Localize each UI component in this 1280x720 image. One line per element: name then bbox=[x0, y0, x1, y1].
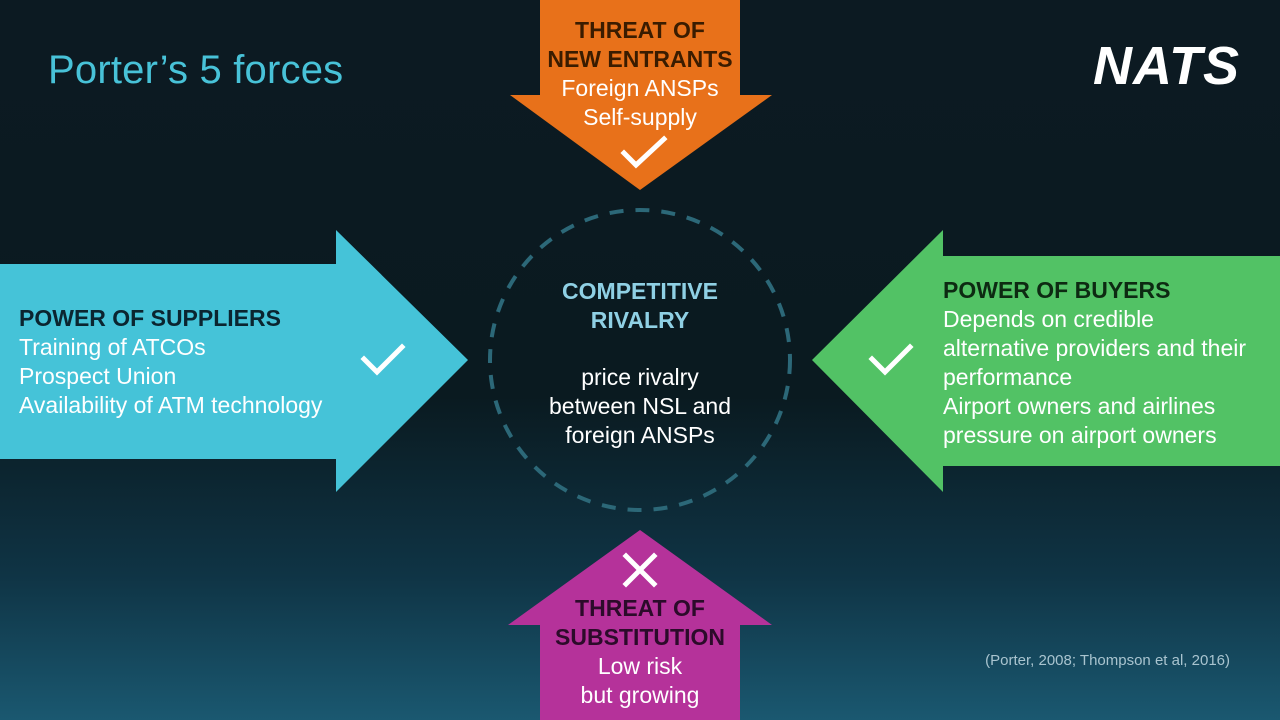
citation: (Porter, 2008; Thompson et al, 2016) bbox=[985, 652, 1230, 669]
nats-logo: NATS bbox=[1093, 36, 1240, 96]
buyers-heading: POWER OF BUYERS bbox=[943, 277, 1171, 303]
suppliers-arrow bbox=[0, 230, 468, 492]
buyers-text: POWER OF BUYERS Depends on credible alte… bbox=[943, 276, 1273, 450]
suppliers-item: Prospect Union bbox=[19, 363, 177, 389]
new-entrants-item: Self-supply bbox=[583, 104, 697, 130]
check-icon bbox=[868, 343, 914, 376]
check-icon bbox=[360, 343, 406, 376]
new-entrants-heading-line-1: THREAT OF bbox=[575, 17, 705, 43]
suppliers-item: Availability of ATM technology bbox=[19, 392, 323, 418]
rivalry-heading-line-2: RIVALRY bbox=[590, 307, 690, 333]
buyers-item: Depends on credible bbox=[943, 306, 1154, 332]
page-title: Porter’s 5 forces bbox=[48, 48, 344, 92]
new-entrants-text: THREAT OF NEW ENTRANTS Foreign ANSPs Sel… bbox=[540, 16, 740, 132]
check-icon bbox=[620, 135, 668, 169]
suppliers-heading: POWER OF SUPPLIERS bbox=[19, 305, 281, 331]
new-entrants-arrow bbox=[510, 0, 772, 190]
suppliers-item: Training of ATCOs bbox=[19, 334, 206, 360]
suppliers-text: POWER OF SUPPLIERS Training of ATCOs Pro… bbox=[19, 304, 349, 420]
substitution-heading-line-1: THREAT OF bbox=[575, 595, 705, 621]
rivalry-heading-line-1: COMPETITIVE bbox=[562, 278, 718, 304]
buyers-arrow bbox=[812, 230, 1280, 492]
rivalry-circle bbox=[488, 208, 792, 512]
buyers-item: pressure on airport owners bbox=[943, 422, 1217, 448]
substitution-item: Low risk bbox=[597, 653, 683, 679]
substitution-arrow bbox=[508, 530, 772, 720]
substitution-heading-line-2: SUBSTITUTION bbox=[555, 624, 725, 650]
buyers-item: Airport owners and airlines bbox=[943, 393, 1216, 419]
rivalry-body: price rivalry between NSL and foreign AN… bbox=[520, 363, 760, 450]
rivalry-item: between NSL and bbox=[548, 393, 731, 419]
buyers-item: performance bbox=[943, 364, 1073, 390]
buyers-item: alternative providers and their bbox=[943, 335, 1246, 361]
new-entrants-item: Foreign ANSPs bbox=[561, 75, 719, 101]
new-entrants-heading-line-2: NEW ENTRANTS bbox=[547, 46, 733, 72]
rivalry-item: price rivalry bbox=[581, 364, 699, 390]
substitution-item: but growing bbox=[580, 682, 700, 708]
rivalry-heading: COMPETITIVE RIVALRY bbox=[540, 277, 740, 335]
cross-icon bbox=[622, 552, 658, 588]
rivalry-item: foreign ANSPs bbox=[565, 422, 715, 448]
substitution-text: THREAT OF SUBSTITUTION Low risk but grow… bbox=[540, 594, 740, 710]
